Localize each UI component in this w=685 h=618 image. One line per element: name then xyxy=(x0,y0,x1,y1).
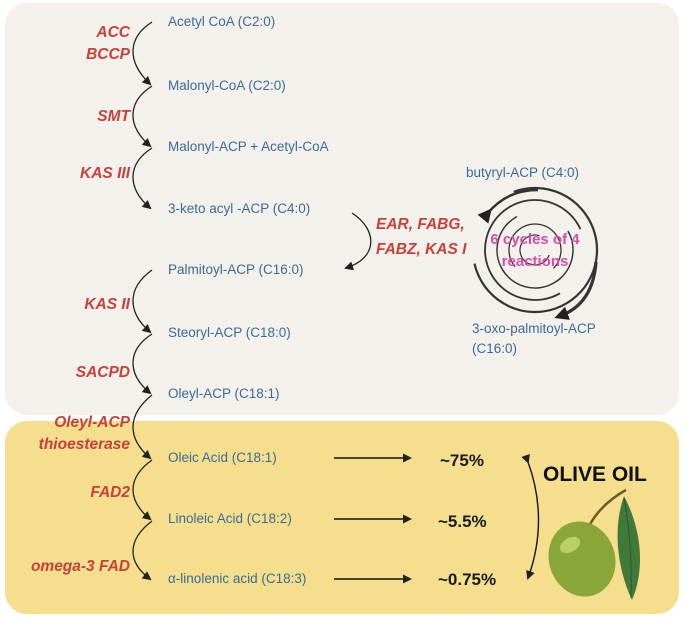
enzyme-omega3-fad: omega-3 FAD xyxy=(30,558,130,575)
arrow-olive-oil-range xyxy=(521,453,540,580)
metabolite-oleic-acid: Oleic Acid (C18:1) xyxy=(168,450,277,465)
metabolite-steoryl-acp: Steoryl-ACP (C18:0) xyxy=(168,325,291,340)
cycle-label-line1: 6 cycles of 4 xyxy=(490,231,580,248)
olive-icon xyxy=(548,488,640,600)
plastid-panel xyxy=(5,3,679,415)
leaf-icon xyxy=(617,496,640,600)
metabolite-linoleic-acid: Linoleic Acid (C18:2) xyxy=(168,511,292,526)
enzyme-kas2: KAS II xyxy=(84,296,130,313)
metabolite-oleyl-acp: Oleyl-ACP (C18:1) xyxy=(168,386,280,401)
cycle-enzymes-line1: EAR, FABG, xyxy=(376,216,465,233)
arrow-step-4 xyxy=(132,269,153,334)
arrow-step-1 xyxy=(132,21,153,86)
percent-linoleic: ~5.5% xyxy=(438,512,487,531)
metabolite-linolenic-acid: α-linolenic acid (C18:3) xyxy=(168,571,307,586)
enzyme-bccp: BCCP xyxy=(86,46,130,63)
arrow-step-6 xyxy=(132,394,153,460)
enzyme-smt: SMT xyxy=(97,108,130,125)
enzyme-fad2: FAD2 xyxy=(90,484,130,501)
metabolite-palmitoyl-acp: Palmitoyl-ACP (C16:0) xyxy=(168,262,304,277)
enzyme-acc: ACC xyxy=(96,24,130,41)
metabolite-malonyl-acp: Malonyl-ACP + Acetyl-CoA xyxy=(168,139,329,154)
percent-oleic: ~75% xyxy=(440,451,484,470)
arrow-step-2 xyxy=(132,85,153,148)
metabolite-ketoacyl-acp: 3-keto acyl -ACP (C4:0) xyxy=(168,201,311,216)
metabolite-acetyl-coa: Acetyl CoA (C2:0) xyxy=(168,14,276,29)
olive-oil-title: OLIVE OIL xyxy=(543,463,647,486)
arrow-step-5 xyxy=(132,333,153,395)
metabolite-oxo-palmitoyl-line2: (C16:0) xyxy=(472,341,518,356)
cycle-label-line2: reactions xyxy=(501,253,569,270)
enzyme-sacpd: SACPD xyxy=(75,364,130,381)
metabolite-butyryl-acp: butyryl-ACP (C4:0) xyxy=(466,165,580,180)
cycle-enzymes-line2: FABZ, KAS I xyxy=(376,241,467,258)
arrow-step-3 xyxy=(132,147,153,210)
arrow-step-7 xyxy=(132,459,153,521)
elongation-cycle-spiral xyxy=(471,186,599,320)
arrow-step-8 xyxy=(132,520,153,581)
metabolite-malonyl-coa: Malonyl-CoA (C2:0) xyxy=(168,78,286,93)
enzyme-thioesterase-line1: Oleyl-ACP xyxy=(54,414,130,431)
metabolite-oxo-palmitoyl-line1: 3-oxo-palmitoyl-ACP xyxy=(472,321,596,336)
enzyme-kas3: KAS III xyxy=(80,165,130,182)
enzyme-thioesterase-line2: thioesterase xyxy=(38,436,130,453)
percent-linolenic: ~0.75% xyxy=(438,570,497,589)
arrow-elongation xyxy=(344,212,372,271)
